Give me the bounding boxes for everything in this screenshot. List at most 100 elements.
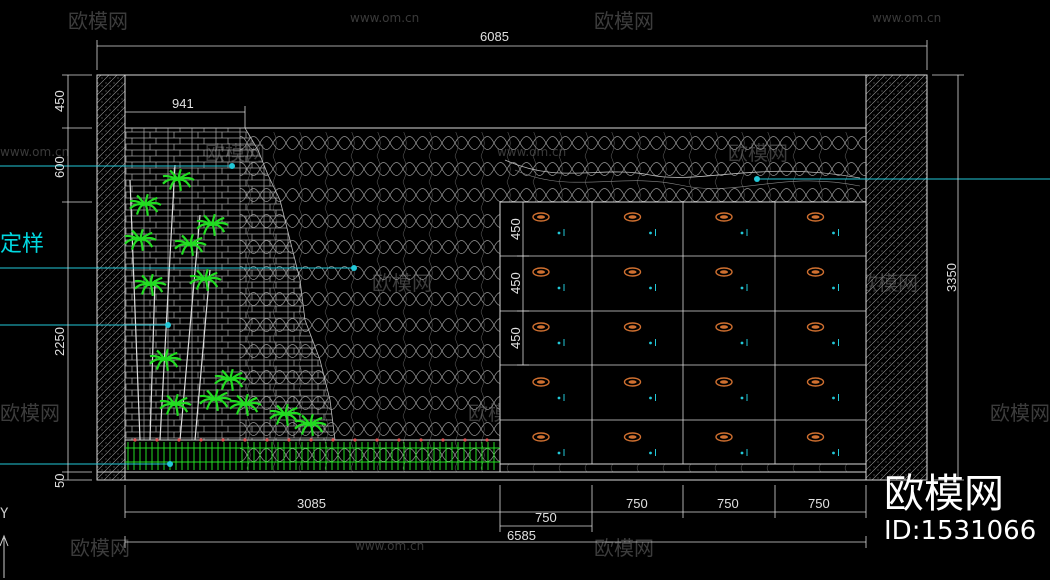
right-column-hatch: [865, 74, 928, 481]
bamboo-stalk: [129, 179, 141, 441]
dim-col-750-b: 750: [626, 496, 648, 511]
bamboo-leaf-clump: [174, 233, 207, 256]
watermark-brand: 欧模网: [0, 401, 60, 425]
lamp-icon: [806, 432, 825, 442]
lamp-core: [811, 435, 820, 439]
flower-dot: [133, 438, 137, 442]
ucs-axis-marker: [0, 534, 9, 578]
fixture-dot: [832, 396, 835, 400]
lamp-icon: [623, 432, 642, 442]
lamp-icon: [715, 212, 733, 222]
lamp-core: [811, 215, 820, 219]
fixture-dot: [832, 231, 835, 235]
y-axis-label: Y: [0, 506, 9, 522]
flower-dot: [397, 438, 401, 442]
leader-dots: [165, 163, 760, 467]
bamboo-leaf-clump: [196, 213, 229, 236]
flower-dot: [419, 438, 423, 442]
lamp-icon: [715, 377, 733, 387]
flower-dot: [221, 438, 225, 442]
dim-col-750-c: 750: [717, 496, 739, 511]
watermark-brand: 欧模网: [70, 536, 130, 560]
decorative-swirl-2: [514, 169, 861, 189]
bamboo-leaf-clump: [124, 228, 157, 251]
lamp-icon: [715, 432, 733, 442]
lamp-icon: [623, 267, 642, 277]
lamp-icon: [806, 377, 825, 387]
lamp-icon: [806, 267, 825, 277]
bamboo-leaf-clump: [149, 348, 182, 371]
lamp-core: [628, 325, 637, 329]
bamboo-leaf-clump: [294, 413, 327, 436]
dim-col-750-a: 750: [535, 510, 557, 525]
watermark-brand: 欧模网: [594, 9, 654, 33]
watermark-brand: 欧模网: [68, 9, 128, 33]
fixture-dot: [557, 396, 561, 400]
fixture-dot: [832, 286, 835, 290]
dim-left-bottom: 3085: [297, 496, 326, 511]
fixture-dot: [740, 396, 744, 400]
lamp-core: [811, 325, 820, 329]
lamp-icon: [806, 212, 825, 222]
lamp-core: [720, 325, 728, 329]
flower-dot: [441, 438, 445, 442]
bamboo-leaf-clump: [229, 393, 262, 416]
fixture-dot: [557, 286, 561, 290]
lamp-icon: [806, 322, 825, 332]
bamboo-stalk: [194, 269, 211, 441]
fixture-dot: [740, 286, 744, 290]
dimension-texts: 6085 941 3085 750 750 750 750 6585 450 6…: [52, 29, 959, 543]
fixture-dot: [649, 231, 652, 235]
dim-left-50: 50: [52, 474, 67, 488]
lamp-core: [537, 435, 545, 439]
fixture-dot: [740, 231, 744, 235]
dim-panel-450-b: 450: [508, 272, 523, 294]
fixture-dot: [649, 286, 652, 290]
flower-dot: [265, 438, 269, 442]
bamboo-leaf-clump: [162, 168, 195, 191]
left-column-hatch: [96, 74, 126, 481]
flower-dot: [353, 438, 357, 442]
lamp-core: [537, 380, 545, 384]
dim-top-segment: 941: [172, 96, 194, 111]
bamboo-leaf-clump: [214, 368, 247, 391]
dim-left-2250: 2250: [52, 327, 67, 356]
lamp-icon: [532, 267, 550, 277]
flower-dot: [177, 438, 181, 442]
decorative-swirl: [504, 159, 861, 179]
annotation-side-label: 定样: [0, 232, 45, 257]
watermark-url: www.om.cn: [872, 11, 941, 25]
planter-fence: [125, 438, 500, 470]
lamp-icon: [623, 377, 642, 387]
dim-overall-width: 6085: [480, 29, 509, 44]
dim-overall-bottom: 6585: [507, 528, 536, 543]
lamp-core: [628, 380, 637, 384]
lamp-core: [628, 270, 637, 274]
lamp-core: [720, 270, 728, 274]
watermark-url: www.om.cn: [350, 11, 419, 25]
flower-dot: [155, 438, 159, 442]
bamboo-leaf-clump: [269, 403, 302, 426]
lamp-core: [811, 270, 820, 274]
watermark-url: www.om.cn: [355, 539, 424, 553]
lamp-core: [720, 380, 728, 384]
flower-dot: [309, 438, 313, 442]
dimension-lines: [62, 40, 964, 548]
lamp-core: [537, 270, 545, 274]
lamp-core: [811, 380, 820, 384]
fixture-dot: [740, 341, 744, 345]
lamp-icon: [532, 322, 550, 332]
flower-dot: [375, 438, 379, 442]
brand-id-text: ID:1531066: [884, 516, 1037, 546]
flower-dot: [485, 438, 489, 442]
lamp-icon: [715, 322, 733, 332]
brand-logo-text: 欧模网: [884, 471, 1004, 517]
lamp-icon: [623, 212, 642, 222]
lamp-icon: [532, 212, 550, 222]
dim-left-450: 450: [52, 90, 67, 112]
watermark-brand: 欧模网: [990, 401, 1050, 425]
lamp-core: [720, 215, 728, 219]
fixture-dot: [649, 396, 652, 400]
flower-dot: [331, 438, 335, 442]
